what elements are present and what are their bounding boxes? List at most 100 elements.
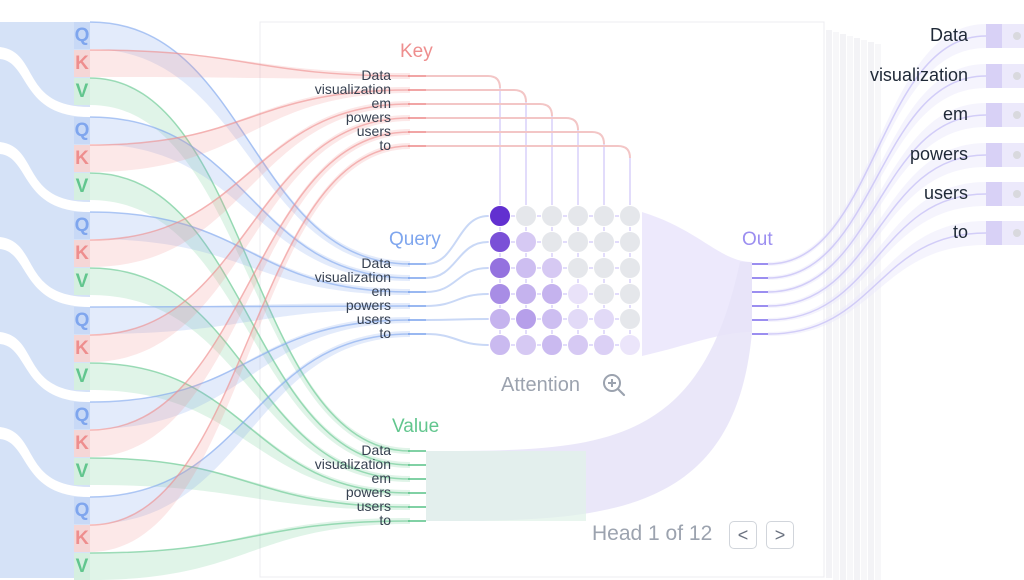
- attention-cell[interactable]: [489, 231, 511, 253]
- attention-cell[interactable]: [515, 257, 537, 279]
- query-title: Query: [389, 229, 441, 250]
- key-link: [89, 145, 411, 526]
- stacked-head: [875, 44, 881, 580]
- attention-cell[interactable]: [619, 308, 641, 330]
- output-bar: [986, 24, 1002, 48]
- token-label: em: [371, 283, 391, 299]
- value-link: [89, 267, 411, 480]
- key-column-line: [426, 89, 527, 216]
- attention-cell[interactable]: [489, 257, 511, 279]
- key-ribbon: [90, 87, 410, 172]
- query-link: [89, 319, 411, 403]
- attention-cell[interactable]: [593, 257, 615, 279]
- query-ribbon: [90, 303, 410, 334]
- attention-cell[interactable]: [489, 308, 511, 330]
- attention-cell[interactable]: [489, 205, 511, 227]
- query-link: [89, 21, 411, 265]
- key-column-line: [426, 145, 631, 216]
- attention-cell[interactable]: [619, 334, 641, 356]
- output-token-label: Data: [929, 25, 968, 45]
- attention-cell[interactable]: [567, 205, 589, 227]
- next-head-button[interactable]: >: [766, 521, 794, 549]
- attention-cell[interactable]: [541, 283, 563, 305]
- block-3-q-label: Q: [74, 212, 90, 239]
- attention-cell[interactable]: [619, 283, 641, 305]
- out-title: Out: [742, 229, 773, 250]
- attention-cell[interactable]: [567, 283, 589, 305]
- attention-cell[interactable]: [593, 283, 615, 305]
- attention-cell[interactable]: [541, 205, 563, 227]
- attention-cell[interactable]: [567, 231, 589, 253]
- attention-cell[interactable]: [567, 334, 589, 356]
- left-embedding-band: [0, 22, 90, 578]
- query-ribbon: [90, 117, 410, 281]
- key-link: [89, 131, 411, 431]
- token-label: users: [356, 123, 391, 139]
- attention-cell[interactable]: [515, 334, 537, 356]
- out-ribbon: [768, 143, 986, 308]
- attention-cell[interactable]: [541, 308, 563, 330]
- output-token-label: to: [952, 222, 968, 242]
- band-gap: [0, 47, 90, 117]
- dot-icon: [1013, 229, 1021, 237]
- value-link: [89, 362, 411, 494]
- attention-cell[interactable]: [541, 257, 563, 279]
- token-label: Data: [361, 442, 391, 458]
- attention-cell[interactable]: [593, 231, 615, 253]
- token-label: powers: [345, 297, 391, 313]
- attention-matrix[interactable]: [425, 75, 641, 356]
- block-1-v-label: V: [74, 78, 90, 105]
- query-row-line: [425, 241, 489, 279]
- query-row-line: [425, 333, 489, 346]
- value-aggregate: [426, 451, 586, 521]
- token-label: visualization: [314, 81, 391, 97]
- token-label: users: [356, 311, 391, 327]
- dot-icon: [1013, 111, 1021, 119]
- attention-cell[interactable]: [567, 308, 589, 330]
- attention-cell[interactable]: [541, 334, 563, 356]
- block-1-q-label: Q: [74, 22, 90, 49]
- attention-cell[interactable]: [515, 231, 537, 253]
- attention-cell[interactable]: [567, 257, 589, 279]
- out-ribbon: [768, 24, 986, 266]
- output-token-box: [986, 143, 1024, 167]
- block-5-k-label: K: [74, 430, 90, 457]
- key-ribbon: [90, 115, 410, 362]
- attention-cell[interactable]: [489, 334, 511, 356]
- block-2-k-label: K: [74, 145, 90, 172]
- attention-cell[interactable]: [593, 205, 615, 227]
- out-flow: [426, 24, 987, 521]
- dot-icon: [1013, 32, 1021, 40]
- attention-cell[interactable]: [593, 308, 615, 330]
- attention-cell[interactable]: [593, 334, 615, 356]
- attention-cell[interactable]: [515, 283, 537, 305]
- output-token-box: [986, 182, 1024, 206]
- zoom-in-icon[interactable]: [602, 373, 628, 399]
- token-label: powers: [345, 109, 391, 125]
- value-ribbon: [90, 518, 410, 580]
- attention-cell[interactable]: [515, 205, 537, 227]
- attention-cell[interactable]: [619, 231, 641, 253]
- prev-head-button[interactable]: <: [729, 521, 757, 549]
- band-gap: [0, 142, 90, 212]
- query-ribbon: [90, 22, 410, 267]
- block-3-v-label: V: [74, 268, 90, 295]
- attention-cell[interactable]: [619, 257, 641, 279]
- output-bar: [986, 182, 1002, 206]
- value-ribbon: [90, 363, 410, 496]
- block-1-k-label: K: [74, 50, 90, 77]
- token-label: powers: [345, 484, 391, 500]
- key-link: [89, 49, 411, 77]
- attention-label: Attention: [501, 374, 580, 396]
- attention-cell[interactable]: [515, 308, 537, 330]
- dot-icon: [1013, 190, 1021, 198]
- attention-cell[interactable]: [541, 231, 563, 253]
- output-token-box: [986, 64, 1024, 88]
- query-row-line: [425, 318, 489, 321]
- query-row-line: [425, 215, 489, 265]
- token-label: to: [379, 137, 391, 153]
- key-column-line: [426, 75, 501, 216]
- attention-cell[interactable]: [619, 205, 641, 227]
- attention-cell[interactable]: [489, 283, 511, 305]
